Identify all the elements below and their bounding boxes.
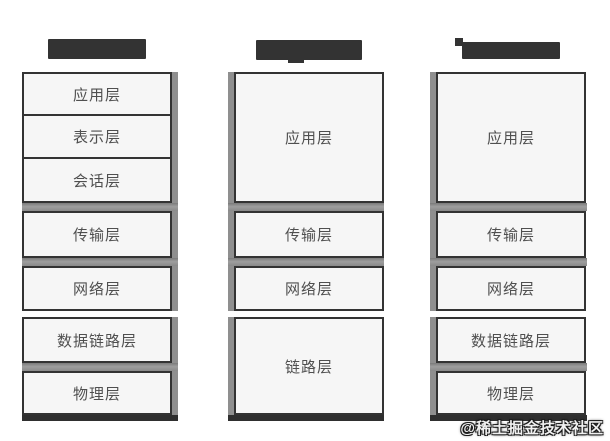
white-gap [228,311,384,317]
column-bottom-shadow [430,415,587,421]
gray-separator [430,258,587,266]
layer-box-datalink: 数据链路层 [436,317,586,363]
column-bottom-shadow [228,415,384,421]
white-gap [22,311,178,317]
column3-header-bar [462,42,560,59]
layer-box-application: 应用层 [22,72,172,116]
layer-box-physical: 物理层 [436,371,586,415]
column2-gray-side-strip [228,72,234,415]
watermark-text: @稀土掘金技术社区 [460,420,604,437]
column2-header-bar [256,40,362,60]
layer-box-link: 链路层 [234,317,384,415]
layer-box-application: 应用层 [436,72,586,203]
column2-header-descender-mark [288,58,304,63]
column1-gray-side-strip [172,72,178,415]
gray-separator [430,203,587,211]
gray-separator [22,203,178,211]
layer-box-network: 网络层 [234,266,384,311]
layer-box-transport: 传输层 [22,211,172,258]
gray-separator [22,363,178,371]
layer-box-session: 会话层 [22,157,172,203]
layer-box-network: 网络层 [436,266,586,311]
tcpip-four-layer-column: 应用层 传输层 网络层 链路层 [228,72,384,421]
column3-header-quote-mark [455,38,463,46]
osi-seven-layer-column: 应用层 表示层 会话层 传输层 网络层 数据链路层 物理层 [22,72,178,421]
column3-gray-side-strip [430,72,436,415]
gray-separator [22,258,178,266]
column-bottom-shadow [22,415,178,421]
layer-box-network: 网络层 [22,266,172,311]
gray-separator [430,363,587,371]
layer-box-physical: 物理层 [22,371,172,415]
layer-box-datalink: 数据链路层 [22,317,172,363]
layer-box-application: 应用层 [234,72,384,203]
five-layer-column: 应用层 传输层 网络层 数据链路层 物理层 [430,72,587,421]
layer-box-transport: 传输层 [234,211,384,258]
column1-header-bar [48,39,146,59]
white-gap [430,311,587,317]
layer-box-transport: 传输层 [436,211,586,258]
gray-separator [228,203,384,211]
gray-separator [228,258,384,266]
layer-box-presentation: 表示层 [22,114,172,159]
